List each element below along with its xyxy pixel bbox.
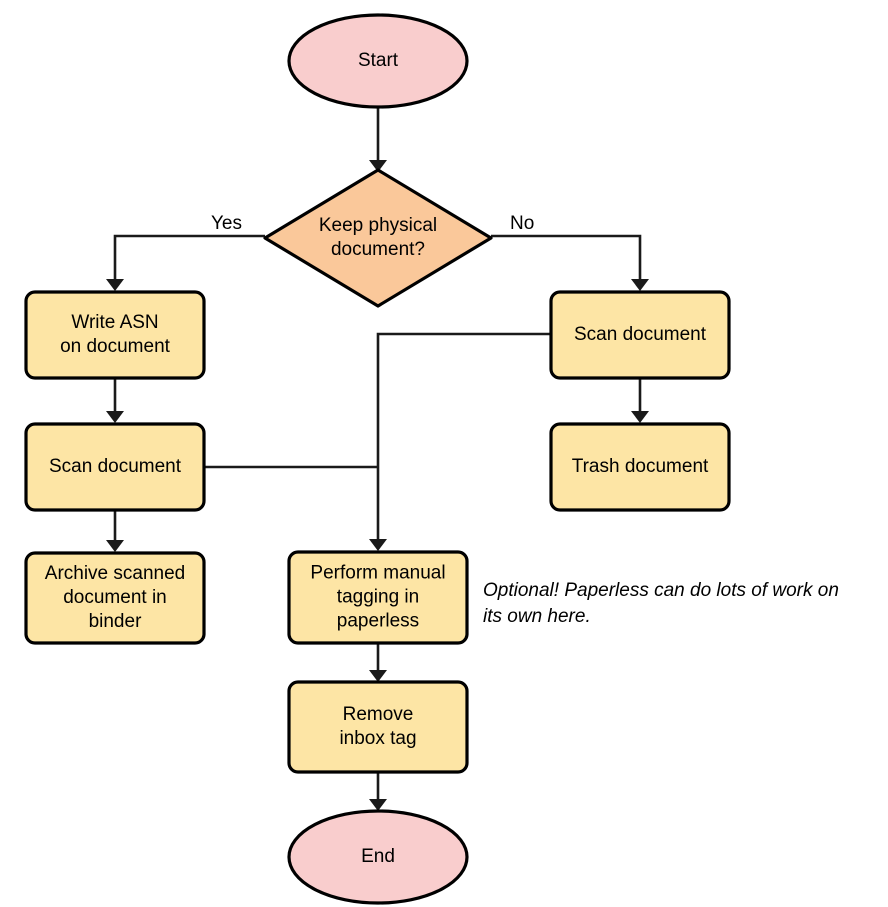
node-archive-binder[interactable]: Archive scanned document in binder bbox=[24, 551, 206, 645]
annotation-line: its own here. bbox=[483, 606, 591, 627]
node-label: Trash document bbox=[572, 456, 709, 477]
edge-scan-document-right-to-manual-tagging bbox=[369, 332, 551, 551]
edge-label: Yes bbox=[211, 213, 242, 234]
node-label: on document bbox=[60, 336, 171, 357]
arrowhead-icon bbox=[106, 540, 124, 552]
arrowhead-icon bbox=[369, 799, 387, 811]
node-label: Keep physical bbox=[319, 215, 437, 236]
arrowhead-icon bbox=[369, 160, 387, 172]
node-decision-keep-physical[interactable]: Keep physical document? bbox=[263, 168, 493, 308]
arrowhead-icon bbox=[106, 279, 124, 291]
terminator-shape[interactable] bbox=[287, 13, 469, 109]
arrowhead-icon bbox=[369, 539, 387, 551]
edge-decision-keep-physical-to-scan-document-right: No bbox=[491, 213, 649, 291]
edge-start-to-decision-keep-physical bbox=[369, 107, 387, 172]
node-label: tagging in bbox=[337, 587, 419, 608]
edge-path bbox=[376, 332, 551, 543]
process-shape[interactable] bbox=[287, 680, 469, 774]
node-label: Start bbox=[358, 50, 399, 71]
node-label: binder bbox=[89, 611, 142, 632]
node-label: document? bbox=[331, 239, 425, 260]
arrowhead-icon bbox=[106, 411, 124, 423]
process-shape[interactable] bbox=[287, 550, 469, 645]
edge-write-asn-to-scan-document-left bbox=[106, 378, 124, 423]
edge-layer: Yes No bbox=[106, 107, 649, 811]
node-label: inbox tag bbox=[339, 728, 416, 749]
node-start[interactable]: Start bbox=[287, 13, 469, 109]
annotation-layer: Optional! Paperless can do lots of work … bbox=[483, 580, 839, 627]
node-scan-document-left[interactable]: Scan document bbox=[24, 422, 206, 512]
process-shape[interactable] bbox=[24, 551, 206, 645]
node-end[interactable]: End bbox=[287, 809, 469, 905]
process-shape[interactable] bbox=[24, 422, 206, 512]
arrowhead-icon bbox=[631, 279, 649, 291]
node-remove-inbox-tag[interactable]: Remove inbox tag bbox=[287, 680, 469, 774]
terminator-shape[interactable] bbox=[287, 809, 469, 905]
edge-manual-tagging-to-remove-inbox-tag bbox=[369, 643, 387, 682]
edge-remove-inbox-tag-to-end bbox=[369, 772, 387, 811]
node-label: End bbox=[361, 846, 395, 867]
node-label: Write ASN bbox=[71, 312, 158, 333]
node-label: Archive scanned bbox=[45, 563, 185, 584]
node-label: Scan document bbox=[49, 456, 182, 477]
edge-scan-document-left-to-archive-binder bbox=[106, 510, 124, 552]
node-trash-document[interactable]: Trash document bbox=[549, 422, 731, 512]
edge-path bbox=[491, 234, 642, 283]
annotation-line: Optional! Paperless can do lots of work … bbox=[483, 580, 839, 601]
node-label: Remove bbox=[343, 704, 414, 725]
edge-label: No bbox=[510, 213, 534, 234]
node-label: Scan document bbox=[574, 324, 707, 345]
node-label: Perform manual bbox=[310, 563, 445, 584]
arrowhead-icon bbox=[369, 670, 387, 682]
edge-decision-keep-physical-to-write-asn: Yes bbox=[106, 213, 265, 291]
node-label: document in bbox=[63, 587, 167, 608]
edge-path bbox=[113, 234, 265, 283]
process-shape[interactable] bbox=[549, 290, 731, 380]
arrowhead-icon bbox=[631, 411, 649, 423]
annotation-optional: Optional! Paperless can do lots of work … bbox=[483, 580, 839, 627]
node-manual-tagging[interactable]: Perform manual tagging in paperless bbox=[287, 550, 469, 645]
process-shape[interactable] bbox=[549, 422, 731, 512]
edge-scan-document-right-to-trash-document bbox=[631, 378, 649, 423]
decision-shape[interactable] bbox=[263, 168, 493, 308]
node-scan-document-right[interactable]: Scan document bbox=[549, 290, 731, 380]
process-shape[interactable] bbox=[24, 290, 206, 380]
node-label: paperless bbox=[337, 611, 419, 632]
node-write-asn[interactable]: Write ASN on document bbox=[24, 290, 206, 380]
